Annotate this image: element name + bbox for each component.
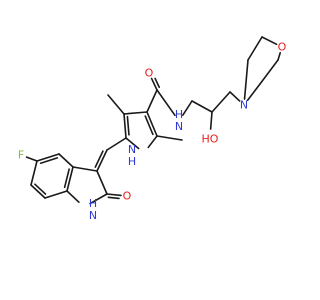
bond-Cm4-Nm: [243, 59, 249, 100]
atom-oxygen-morpholine: O: [278, 41, 287, 54]
bond-C2p-Me2: [156, 135, 183, 141]
bond-C4p-Me4: [107, 94, 125, 115]
bond-CHOH-CH2b: [211, 91, 231, 113]
bond-C3p-C2p-double: [144, 115, 154, 136]
bond-Cam-Oam-double: [154, 77, 161, 89]
bond-C5-C4-double: [39, 157, 59, 165]
bond-C5p-C4p: [123, 113, 127, 139]
bond-C2p-NHp: [147, 135, 158, 149]
bond-Cm2-Om: [277, 51, 282, 61]
bond-C4-C3a: [58, 153, 74, 168]
bond-C4p-C3p: [123, 111, 148, 115]
bond-CHOH-OH: [209, 111, 213, 130]
bond-CH-C5p: [106, 137, 127, 151]
bond-C2-O2-double: [107, 196, 120, 200]
bond-C3p-C2p: [146, 111, 158, 137]
label-part: H: [175, 108, 183, 121]
bond-C3-CH: [96, 149, 108, 172]
bond-C5-C4: [36, 153, 60, 162]
bond-Cm3-Cm4: [247, 36, 263, 61]
bond-Om-Cm3: [261, 36, 278, 46]
bond-C7-C6-double: [34, 183, 47, 195]
bond-Nm-Cm1: [246, 83, 261, 102]
bond-C2-O2: [106, 193, 122, 197]
bond-Cam-Oam: [150, 77, 158, 91]
bond-C7a-C7: [44, 190, 68, 199]
bond-C6-C5: [30, 160, 38, 186]
bond-CH2b-Nm: [229, 91, 241, 102]
bond-C3a-C7a: [66, 166, 74, 192]
atom-fluorine: F: [18, 149, 24, 162]
bond-F-C5: [25, 156, 38, 162]
atom-oxygen-lactam: O: [123, 190, 132, 203]
atom-nitrogen-morpholine: N: [240, 99, 248, 112]
bond-C2-C3: [96, 170, 108, 195]
bond-NHam-CH2a: [182, 100, 193, 116]
label-part: N: [175, 120, 183, 133]
bond-N1-C2: [89, 193, 108, 205]
bond-C5p-C4p-double: [126, 115, 130, 136]
bond-C3p-Cam: [146, 89, 158, 113]
bond-Cam-NHam: [156, 89, 176, 117]
bond-C3-CH-double: [94, 150, 104, 168]
bond-NHp-C5p: [125, 137, 140, 150]
label-part: H: [128, 155, 136, 168]
background: [0, 0, 300, 300]
bond-C7a-N1: [66, 190, 80, 204]
bond-C3-C3a: [72, 166, 98, 172]
bond-C3a-C7a-double: [63, 168, 70, 189]
bond-CH2a-CHOH: [191, 100, 213, 113]
bond-Cm1-Cm2: [259, 59, 279, 85]
bond-lines: [25, 36, 282, 205]
label-part: N: [89, 209, 97, 222]
atom-oxygen-amide: O: [145, 67, 154, 80]
atom-hydroxyl: HO: [202, 133, 219, 146]
label-part: H: [89, 197, 97, 210]
label-part: N: [128, 143, 136, 156]
bond-C7-C6: [30, 184, 46, 199]
